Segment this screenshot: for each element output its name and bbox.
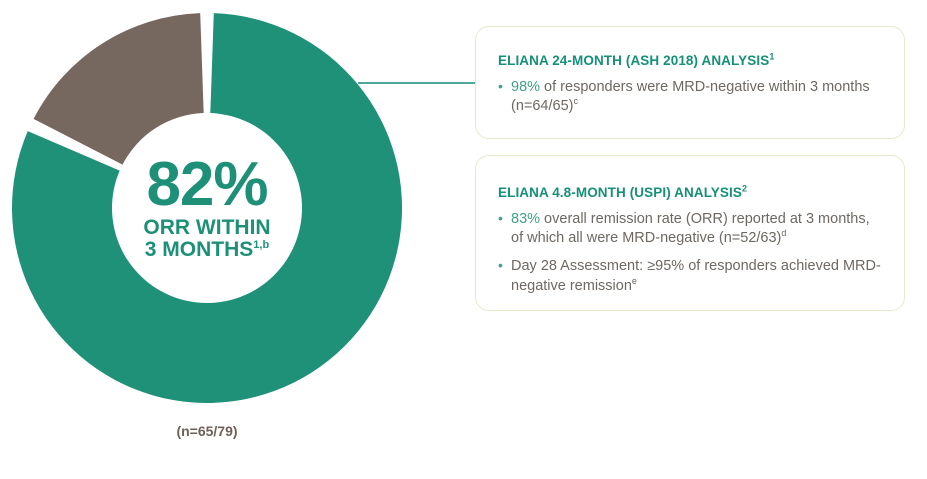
callout-heading: ELIANA 4.8-MONTH (USPI) ANALYSIS2 [498,183,882,201]
bullet-superscript: e [631,275,637,286]
donut-segment-orr [11,13,403,404]
donut-chart [8,9,406,407]
callout-heading-text: ELIANA 4.8-MONTH (USPI) ANALYSIS [498,185,742,200]
callout-box-eliana-48-month: ELIANA 4.8-MONTH (USPI) ANALYSIS2 83% ov… [475,155,905,311]
connector-line [358,82,478,84]
callout-heading: ELIANA 24-MONTH (ASH 2018) ANALYSIS1 [498,51,882,69]
callout-bullet: 98% of responders were MRD-negative with… [498,77,882,116]
bullet-highlight-value: 98% [511,79,541,96]
callout-box-eliana-24-month: ELIANA 24-MONTH (ASH 2018) ANALYSIS1 98%… [475,26,905,139]
callout-bullet: Day 28 Assessment: ≥95% of responders ac… [498,256,882,295]
bullet-text: Day 28 Assessment: ≥95% of responders ac… [511,258,881,294]
bullet-highlight-value: 83% [511,211,541,228]
donut-segment-remainder [33,13,204,165]
callout-heading-superscript: 1 [769,51,775,62]
callout-heading-superscript: 2 [741,183,748,194]
bullet-text: overall remission rate (ORR) reported at… [511,211,870,247]
callout-bullet: 83% overall remission rate (ORR) reporte… [498,209,882,248]
callout-heading-text: ELIANA 24-MONTH (ASH 2018) ANALYSIS [498,53,770,68]
callout-bullet-list: 98% of responders were MRD-negative with… [498,77,882,116]
bullet-superscript: c [573,96,578,107]
donut-chart-svg [11,13,403,404]
callout-bullet-list: 83% overall remission rate (ORR) reporte… [498,209,882,296]
donut-n-label: (n=65/79) [176,423,238,439]
bullet-text: of responders were MRD-negative within 3… [511,79,870,115]
bullet-superscript: d [781,228,787,239]
